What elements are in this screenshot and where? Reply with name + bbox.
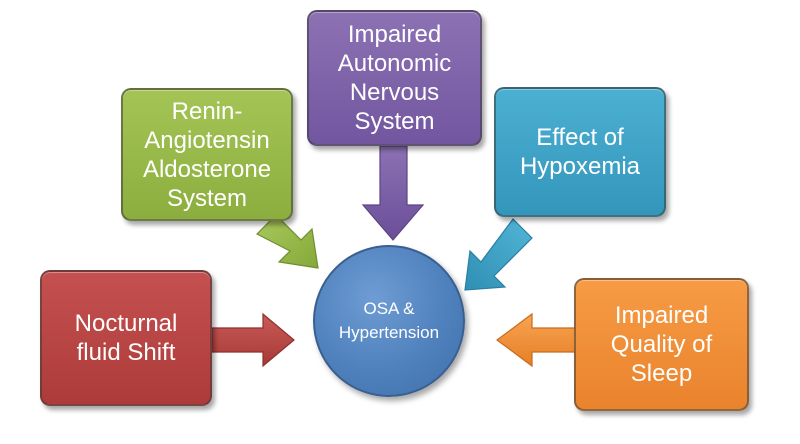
factor-label-line: Renin- — [171, 97, 243, 125]
factor-label-line: fluid Shift — [76, 339, 176, 366]
center-label-line: OSA & — [363, 299, 415, 318]
arrow-from-raas — [255, 214, 319, 269]
arrow-from-autonomic — [361, 145, 425, 241]
factor-label-line: Angiotensin — [144, 126, 270, 154]
factor-label-line: Nocturnal — [74, 310, 178, 337]
factor-label-line: Sleep — [630, 360, 693, 387]
factor-label-line: Quality of — [610, 331, 713, 358]
arrow-from-sleep-quality — [495, 312, 576, 368]
center-label-line: Hypertension — [338, 323, 440, 342]
factor-nocturnal-fluid-shift: Nocturnal fluid Shift — [40, 270, 212, 406]
factor-label-line: System — [166, 184, 247, 212]
factor-renin-angiotensin-aldosterone: Renin- Angiotensin Aldosterone System — [121, 88, 293, 221]
factor-label-line: Effect of — [536, 124, 624, 151]
factor-label-line: Autonomic — [337, 50, 452, 77]
arrow-from-fluid-shift — [211, 312, 295, 368]
factor-label-line: System — [354, 108, 435, 135]
factor-label-line: Aldosterone — [142, 155, 272, 183]
factor-label-line: Hypoxemia — [519, 153, 641, 180]
factor-hypoxemia: Effect of Hypoxemia — [494, 87, 666, 217]
factor-label-line: Impaired — [614, 302, 709, 329]
factor-sleep-quality: Impaired Quality of Sleep — [574, 278, 749, 411]
arrow-from-hypoxemia — [464, 218, 533, 291]
factor-label-line: Impaired — [347, 21, 442, 48]
factor-label-line: Nervous — [349, 79, 440, 106]
factor-autonomic-nervous-system: Impaired Autonomic Nervous System — [307, 10, 482, 146]
center-node-osa-hypertension: OSA & Hypertension — [313, 245, 465, 397]
